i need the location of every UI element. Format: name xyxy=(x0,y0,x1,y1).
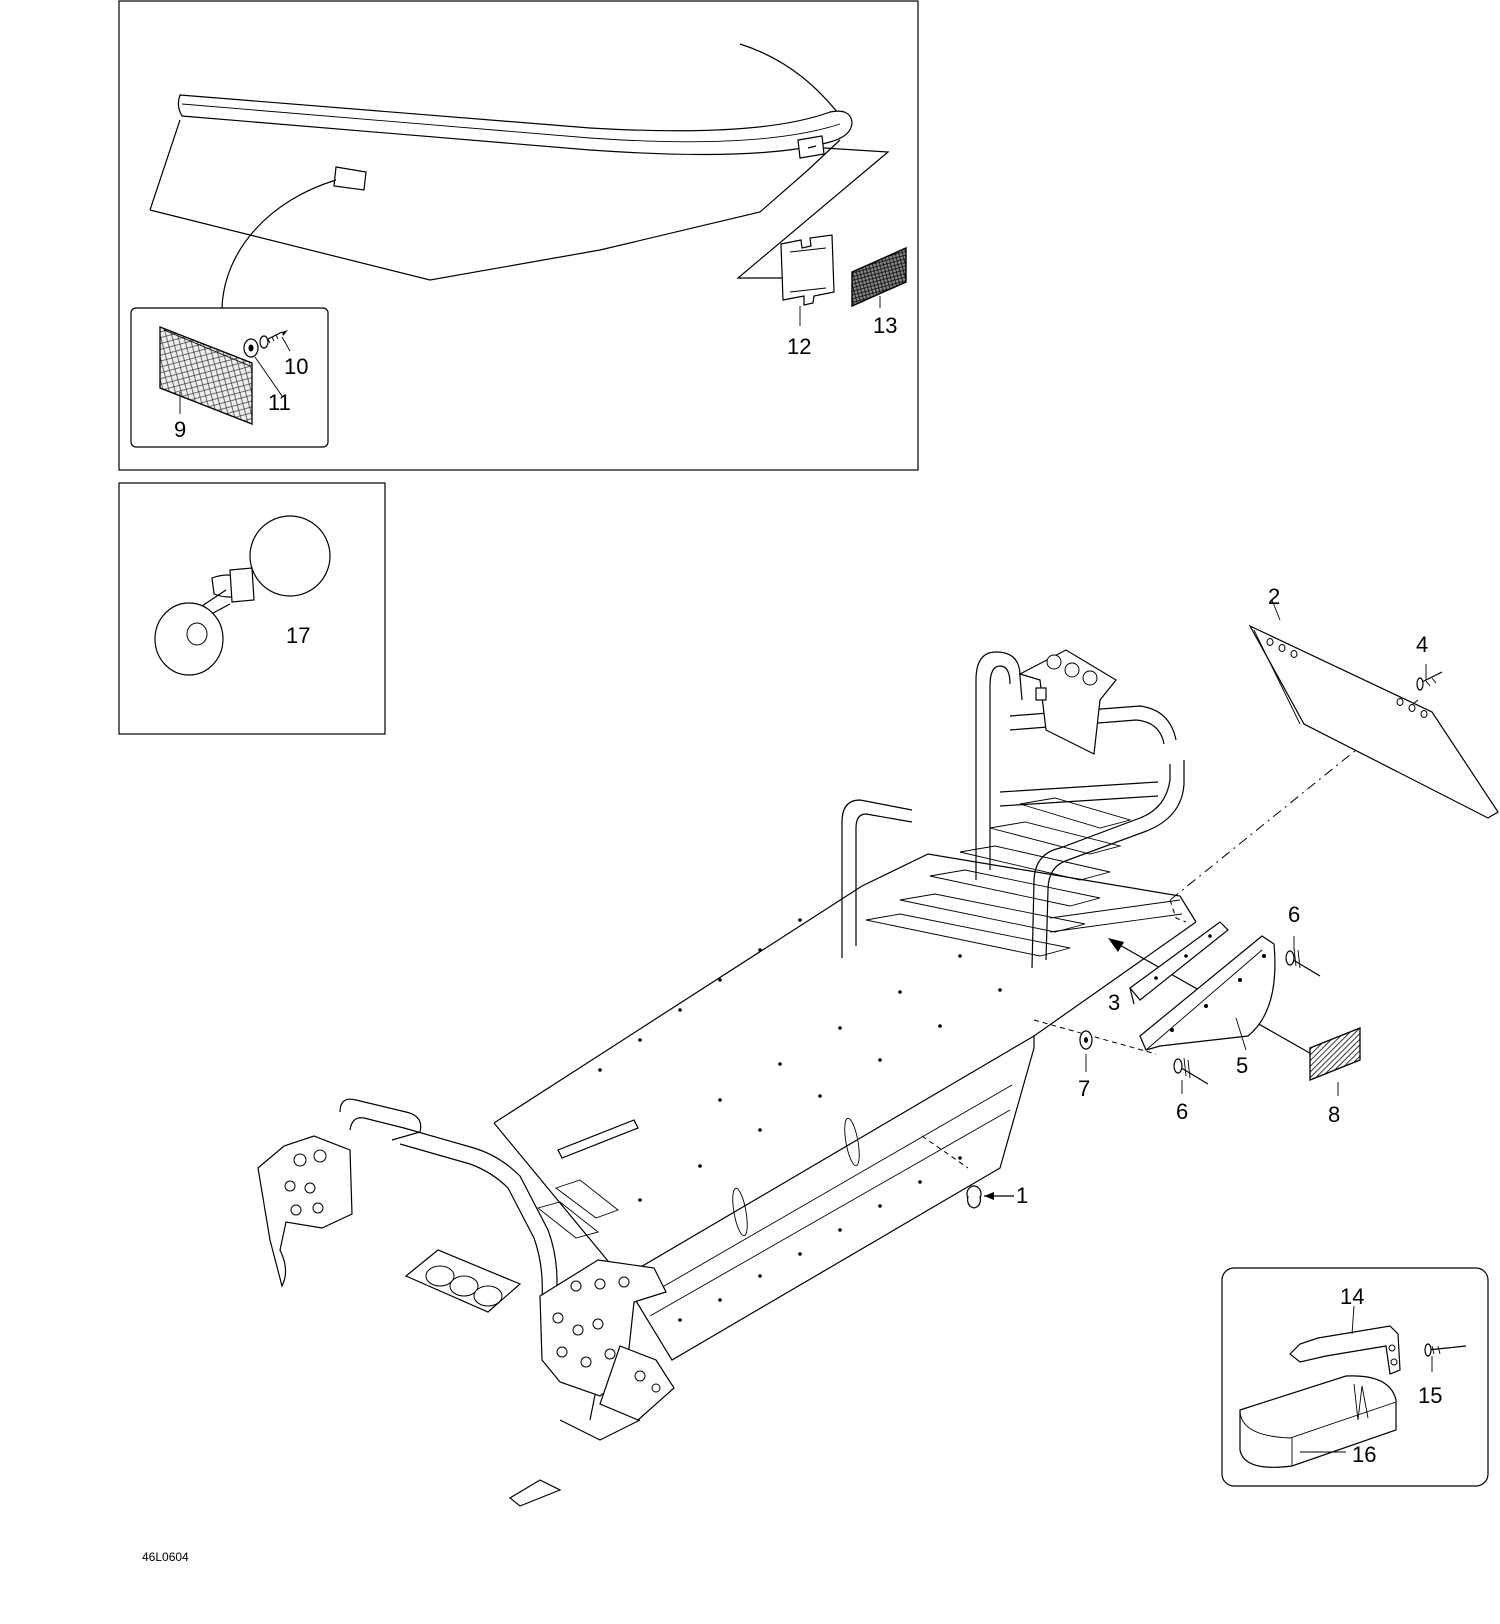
callout-6-upper: 6 xyxy=(1288,902,1300,927)
callout-5: 5 xyxy=(1236,1053,1248,1078)
callout-13: 13 xyxy=(873,313,897,338)
callout-16: 16 xyxy=(1352,1442,1376,1467)
drawing-code: 46L0604 xyxy=(142,1550,189,1564)
callout-3: 3 xyxy=(1108,990,1120,1015)
washer-7 xyxy=(1079,1030,1093,1072)
rivet-4 xyxy=(1416,664,1443,691)
flap-bracket-3 xyxy=(1129,921,1229,1005)
mud-flap-5 xyxy=(1139,935,1276,1051)
callout-2: 2 xyxy=(1268,584,1280,609)
callout-14: 14 xyxy=(1340,1284,1364,1309)
callout-9: 9 xyxy=(174,417,186,442)
rivet-6-lower xyxy=(1173,1057,1209,1094)
license-plate-2 xyxy=(1248,599,1499,819)
callout-6-lower: 6 xyxy=(1176,1099,1188,1124)
callout-15: 15 xyxy=(1418,1383,1442,1408)
callout-10: 10 xyxy=(284,354,308,379)
callout-7: 7 xyxy=(1078,1076,1090,1101)
callout-8: 8 xyxy=(1328,1102,1340,1127)
rivet-6-upper xyxy=(1285,936,1321,977)
horn-detail-panel xyxy=(118,482,386,735)
callout-12: 12 xyxy=(787,334,811,359)
hood-detail-panel xyxy=(118,0,919,471)
callout-17: 17 xyxy=(286,623,310,648)
reflector-8 xyxy=(1309,1027,1361,1096)
callout-4: 4 xyxy=(1416,632,1428,657)
toolbox-detail-panel xyxy=(1221,1267,1489,1487)
chassis-frame xyxy=(257,649,1419,1507)
callout-1: 1 xyxy=(1016,1183,1028,1208)
plug-1 xyxy=(966,1185,1014,1209)
callout-11: 11 xyxy=(268,390,291,415)
